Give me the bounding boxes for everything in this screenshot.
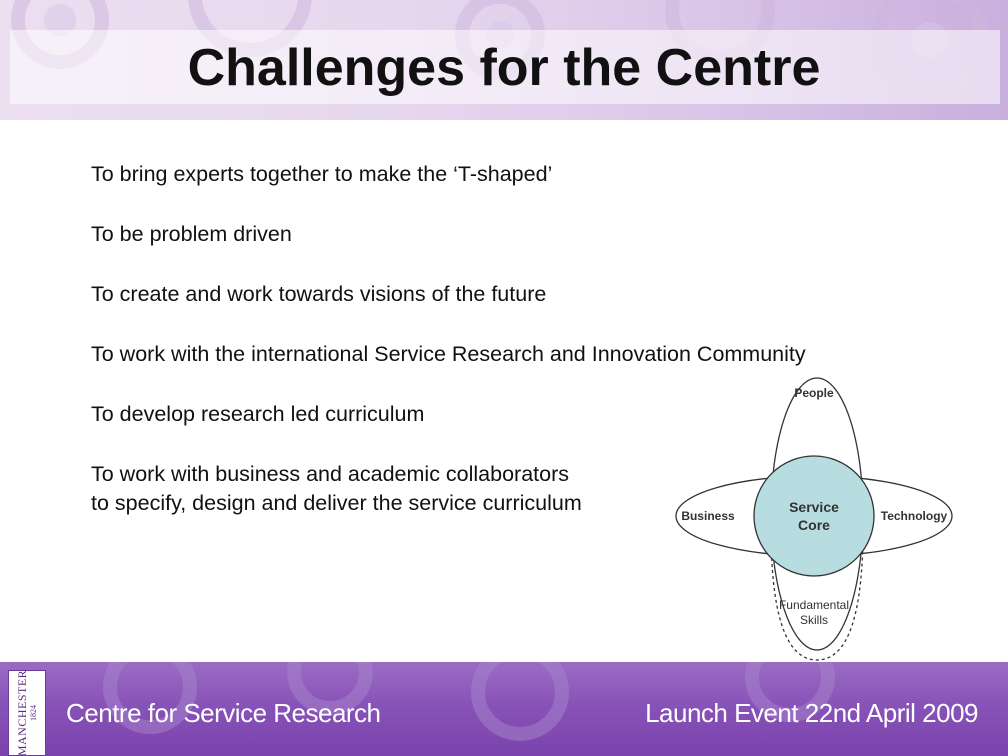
service-core-label-line1: Service xyxy=(789,499,839,515)
service-core-circle xyxy=(753,455,875,577)
fundamental-skills-label-line2: Skills xyxy=(800,613,828,627)
fundamental-skills-arc xyxy=(770,521,864,661)
header-band xyxy=(0,0,1008,120)
footer-event-date: Launch Event 22nd April 2009 xyxy=(645,698,978,728)
university-logo: MANCHESTER 1824 xyxy=(8,670,46,756)
list-item: To work with the international Service R… xyxy=(91,342,806,366)
footer-band: MANCHESTER 1824 Centre for Service Resea… xyxy=(0,662,1008,756)
title-bar xyxy=(10,30,1000,104)
people-label: People xyxy=(794,386,834,400)
slide-title: Challenges for the Centre xyxy=(187,39,821,97)
service-core-diagram: People Business Technology Service Core … xyxy=(675,377,953,661)
challenge-list: To bring experts together to make the ‘T… xyxy=(91,160,971,549)
fundamental-skills-label-line1: Fundamental xyxy=(779,598,849,612)
list-item: To be problem driven xyxy=(91,222,292,246)
business-label: Business xyxy=(681,509,735,523)
list-item: To create and work towards visions of th… xyxy=(91,282,547,306)
logo-year: 1824 xyxy=(29,705,38,721)
service-core-label-line2: Core xyxy=(798,517,830,533)
logo-name: MANCHESTER xyxy=(15,669,29,756)
footer-centre-name: Centre for Service Research xyxy=(66,698,381,728)
list-item: To bring experts together to make the ‘T… xyxy=(91,162,553,186)
technology-label: Technology xyxy=(881,509,948,523)
list-item: To work with business and academic colla… xyxy=(91,462,582,515)
gear-footer-icon xyxy=(103,662,835,741)
list-item: To develop research led curriculum xyxy=(91,402,425,426)
